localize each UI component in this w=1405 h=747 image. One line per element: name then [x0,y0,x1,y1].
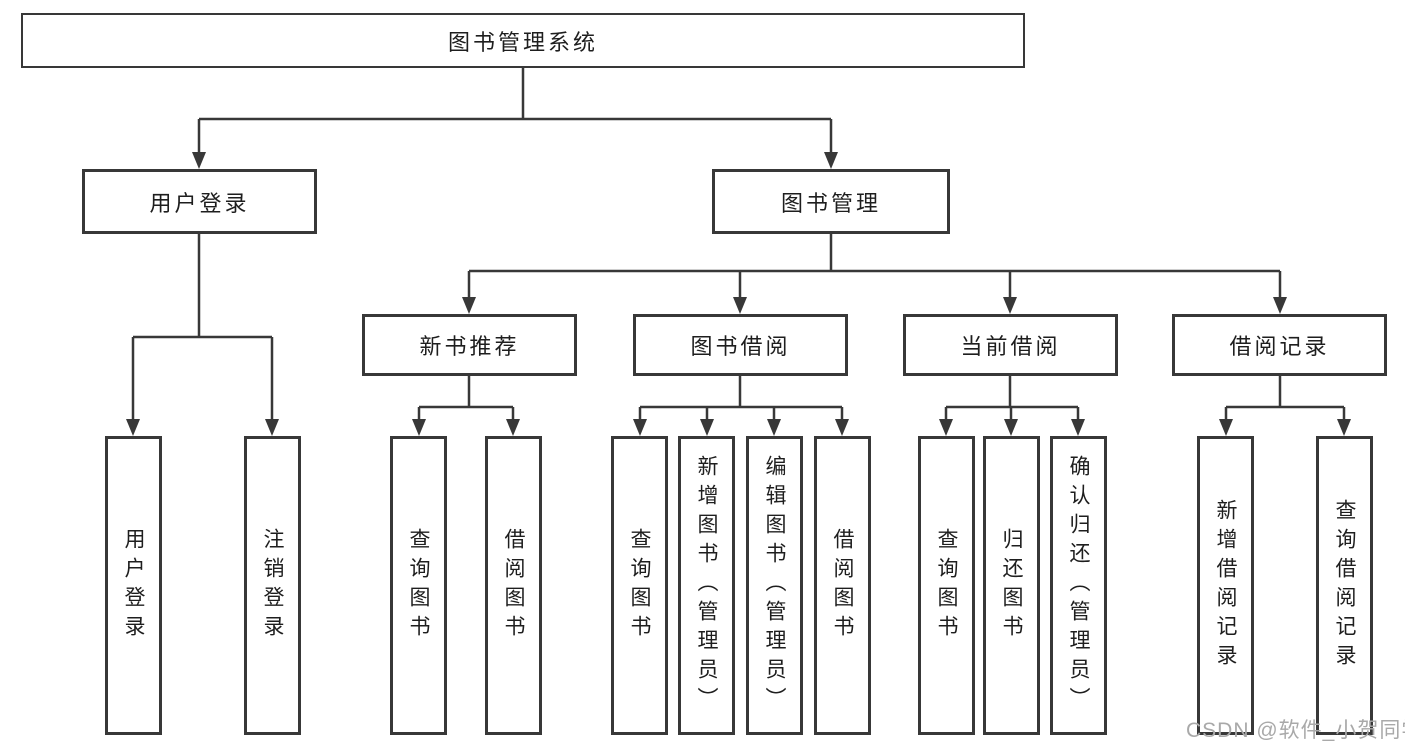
arrow-down-icon [633,419,647,436]
edge-book-mgmt-to-level3 [467,234,1282,302]
edge-borrow-record-to-children [1224,376,1346,424]
arrow-down-icon [835,419,849,436]
leaf-label: 注销登录 [261,527,284,644]
node-leaf-query-books-3: 查询图书 [918,436,975,735]
node-leaf-query-borrow-record: 查询借阅记录 [1316,436,1373,735]
node-new-book-recommend: 新书推荐 [362,314,577,376]
node-leaf-confirm-return-admin: 确认归还（管理员） [1050,436,1107,735]
edge-current-borrow-to-children [944,376,1080,424]
arrow-down-icon [412,419,426,436]
arrow-down-icon [506,419,520,436]
arrow-down-icon [1071,419,1085,436]
leaf-label: 新增图书（管理员） [695,455,718,716]
edge-user-login-to-children [131,234,274,424]
edge-root-to-level2 [197,68,833,158]
node-leaf-logout: 注销登录 [244,436,301,735]
arrow-down-icon [1337,419,1351,436]
node-leaf-query-books-2: 查询图书 [611,436,668,735]
arrow-down-icon [733,297,747,314]
csdn-watermark: CSDN @软件_小贺同学 [1186,719,1405,742]
arrow-down-icon [700,419,714,436]
arrow-down-icon [767,419,781,436]
node-leaf-query-books-1: 查询图书 [390,436,447,735]
leaf-label: 借阅图书 [502,527,525,644]
leaf-label: 新增借阅记录 [1214,498,1237,673]
arrow-down-icon [192,152,206,169]
leaf-label: 查询借阅记录 [1333,498,1356,673]
arrow-down-icon [126,419,140,436]
arrow-down-icon [265,419,279,436]
edge-new-book-to-children [417,376,515,424]
node-borrow-records: 借阅记录 [1172,314,1387,376]
leaf-label: 查询图书 [935,527,958,644]
node-book-management: 图书管理 [712,169,950,234]
arrow-down-icon [462,297,476,314]
arrow-down-icon [1004,419,1018,436]
leaf-label: 借阅图书 [831,527,854,644]
leaf-label: 查询图书 [628,527,651,644]
leaf-label: 归还图书 [1000,527,1023,644]
leaf-label: 查询图书 [407,527,430,644]
leaf-label: 确认归还（管理员） [1067,455,1090,716]
arrowheads [126,152,1351,436]
arrow-down-icon [1003,297,1017,314]
node-book-borrow: 图书借阅 [633,314,848,376]
node-leaf-borrow-books-1: 借阅图书 [485,436,542,735]
node-root-system: 图书管理系统 [21,13,1025,68]
leaf-label: 编辑图书（管理员） [763,455,786,716]
node-leaf-user-login: 用户登录 [105,436,162,735]
arrow-down-icon [1273,297,1287,314]
node-leaf-return-book: 归还图书 [983,436,1040,735]
node-leaf-add-borrow-record: 新增借阅记录 [1197,436,1254,735]
arrow-down-icon [939,419,953,436]
node-current-borrow: 当前借阅 [903,314,1118,376]
node-leaf-add-book-admin: 新增图书（管理员） [678,436,735,735]
leaf-label: 用户登录 [122,527,145,644]
node-leaf-borrow-books-2: 借阅图书 [814,436,871,735]
arrow-down-icon [1219,419,1233,436]
node-user-login: 用户登录 [82,169,317,234]
edge-book-borrow-to-children [638,376,844,424]
node-leaf-edit-book-admin: 编辑图书（管理员） [746,436,803,735]
edge-lines [131,68,1346,424]
arrow-down-icon [824,152,838,169]
